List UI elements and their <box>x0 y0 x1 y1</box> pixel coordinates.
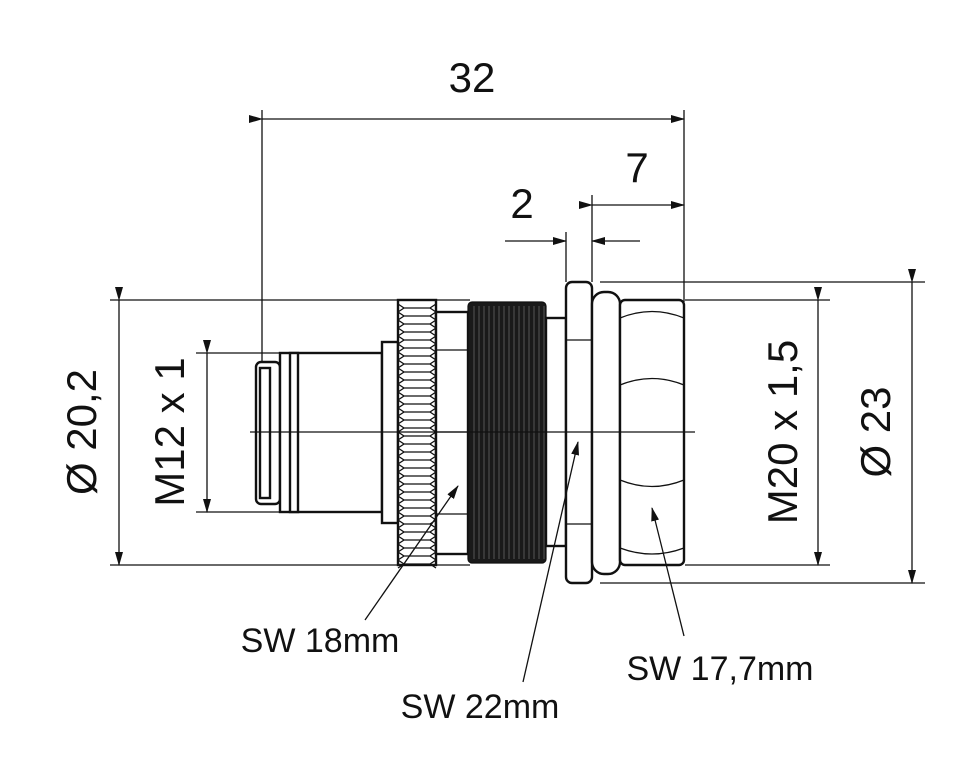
overall-length-label: 32 <box>449 54 496 101</box>
sw18-label: SW 18mm <box>241 622 400 660</box>
seal-washer <box>590 290 622 576</box>
leader-sw17-7 <box>651 507 685 637</box>
leader-lines <box>364 441 685 683</box>
thread-left-label: M12 x 1 <box>146 357 193 506</box>
sw17-7-label: SW 17,7mm <box>626 650 813 688</box>
wall-thickness-label: 2 <box>510 180 533 227</box>
diameter-right-label: Ø 23 <box>852 386 899 477</box>
knurled-nut-teeth <box>397 303 437 569</box>
extension-lines <box>110 110 925 584</box>
connector-body <box>254 280 686 585</box>
sw22-label: SW 22mm <box>401 688 560 726</box>
leader-sw22 <box>522 441 579 683</box>
hex-sw18 <box>434 310 470 556</box>
thread-right-label: M20 x 1,5 <box>759 340 806 524</box>
nut-length-label: 7 <box>625 144 648 191</box>
diameter-left-label: Ø 20,2 <box>58 369 105 495</box>
leader-sw18 <box>364 485 459 621</box>
dimension-lines <box>115 115 916 584</box>
